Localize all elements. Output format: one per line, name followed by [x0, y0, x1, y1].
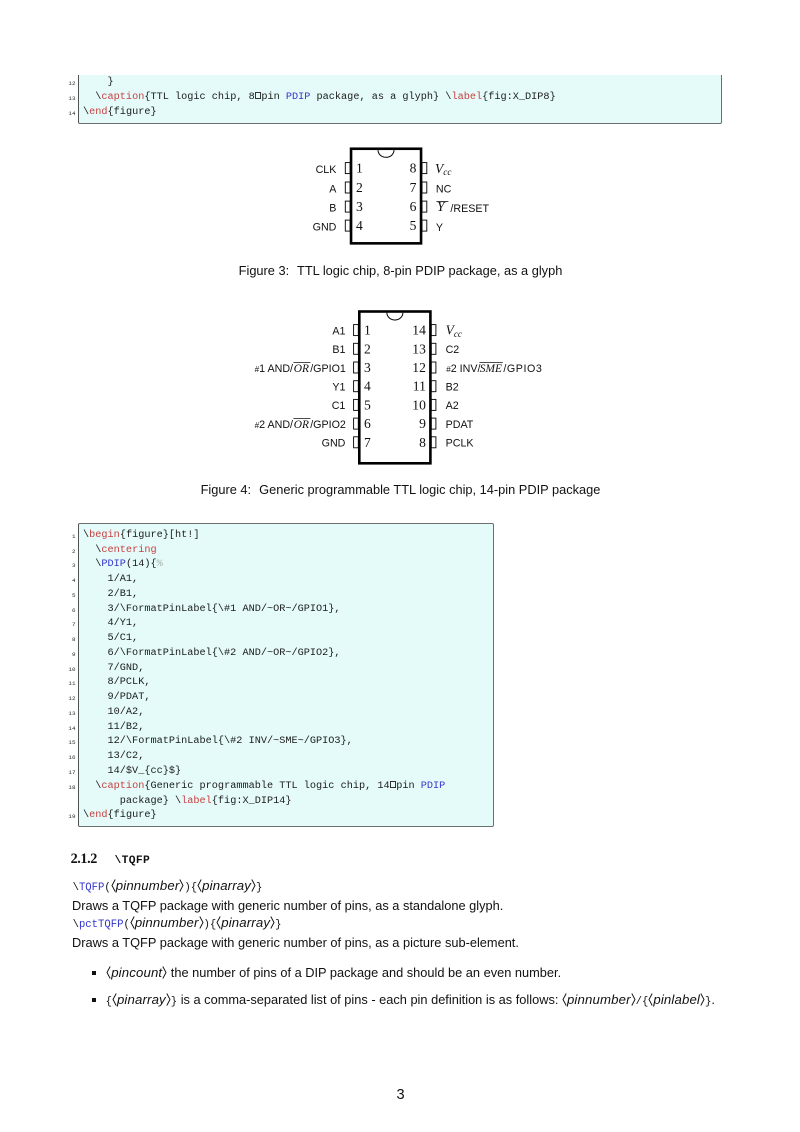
svg-text:11: 11	[413, 379, 426, 394]
svg-text:Y: Y	[437, 199, 446, 214]
svg-text:Y: Y	[436, 222, 443, 234]
svg-text:13: 13	[412, 341, 426, 356]
svg-text:B: B	[329, 203, 336, 215]
svg-text:9: 9	[419, 416, 426, 431]
svg-text:/GPIO1: /GPIO1	[310, 363, 346, 375]
svg-text:Y1: Y1	[332, 382, 345, 394]
svg-text:/GPIO3: /GPIO3	[503, 363, 542, 375]
svg-text:#2 AND/: #2 AND/	[255, 419, 293, 431]
svg-text:A: A	[329, 184, 337, 196]
svg-text:PCLK: PCLK	[446, 438, 475, 450]
svg-text:1: 1	[356, 161, 363, 176]
svg-text:B2: B2	[446, 382, 459, 394]
svg-text:5: 5	[410, 218, 417, 233]
svg-text:4: 4	[356, 218, 363, 233]
svg-text:5: 5	[364, 397, 371, 412]
svg-text:4: 4	[364, 379, 371, 394]
svg-text:2: 2	[364, 341, 371, 356]
svg-text:#2 INV/: #2 INV/	[446, 363, 480, 375]
svg-text:6: 6	[364, 416, 371, 431]
svg-text:/GPIO2: /GPIO2	[310, 419, 346, 431]
svg-text:8: 8	[410, 161, 417, 176]
svg-text:6: 6	[410, 199, 417, 214]
svg-text:12: 12	[412, 360, 426, 375]
svg-text:3: 3	[356, 199, 363, 214]
svg-text:A1: A1	[332, 325, 345, 337]
svg-text:/RESET: /RESET	[450, 203, 489, 215]
svg-text:8: 8	[419, 435, 426, 450]
svg-text:GND: GND	[322, 438, 346, 450]
svg-text:CLK: CLK	[316, 164, 338, 176]
svg-text:C2: C2	[446, 344, 460, 356]
svg-text:OR: OR	[294, 363, 309, 375]
svg-text:OR: OR	[294, 419, 309, 431]
svg-text:10: 10	[412, 397, 426, 412]
svg-text:B1: B1	[332, 344, 345, 356]
svg-text:14: 14	[412, 323, 426, 338]
svg-text:Vcc: Vcc	[446, 323, 462, 339]
svg-text:7: 7	[364, 435, 371, 450]
svg-text:#1 AND/: #1 AND/	[255, 363, 293, 375]
svg-text:2: 2	[356, 180, 363, 195]
svg-text:PDAT: PDAT	[446, 419, 474, 431]
svg-text:NC: NC	[436, 184, 452, 196]
svg-text:Vcc: Vcc	[435, 161, 451, 177]
svg-text:C1: C1	[332, 400, 346, 412]
svg-text:7: 7	[410, 180, 417, 195]
svg-text:3: 3	[364, 360, 371, 375]
svg-text:GND: GND	[313, 222, 337, 234]
svg-text:1: 1	[364, 323, 371, 338]
svg-text:SME: SME	[480, 363, 502, 375]
svg-text:A2: A2	[446, 400, 459, 412]
